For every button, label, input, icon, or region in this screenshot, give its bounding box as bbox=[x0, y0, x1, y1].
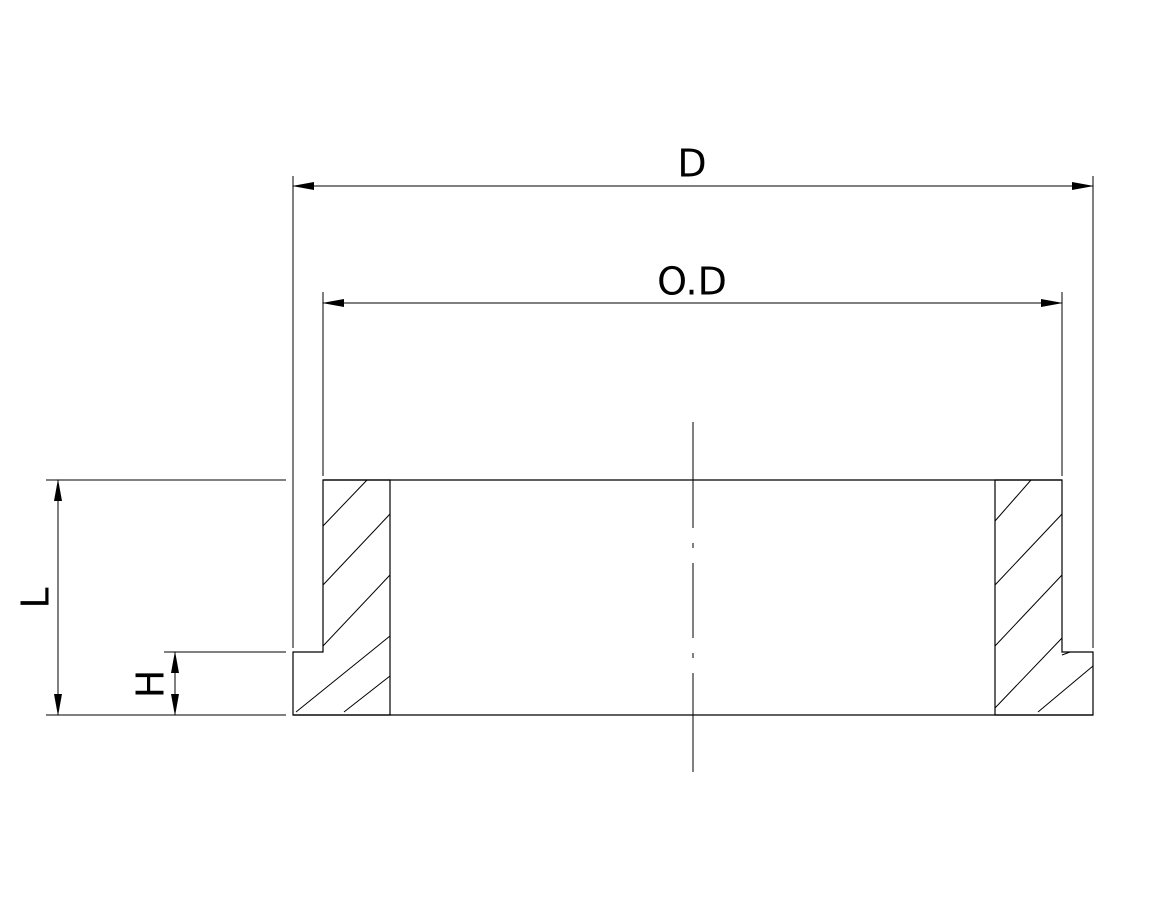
right-section-outline bbox=[994, 479, 1094, 716]
left-section-outline bbox=[292, 479, 391, 716]
od-dimension-label: O.D bbox=[657, 260, 727, 304]
d-dimension-label: D bbox=[677, 142, 706, 186]
h-dimension-label: H bbox=[129, 670, 173, 699]
right-hatch bbox=[994, 479, 1094, 713]
l-dimension-label: L bbox=[14, 587, 58, 608]
left-hatch bbox=[295, 479, 391, 713]
